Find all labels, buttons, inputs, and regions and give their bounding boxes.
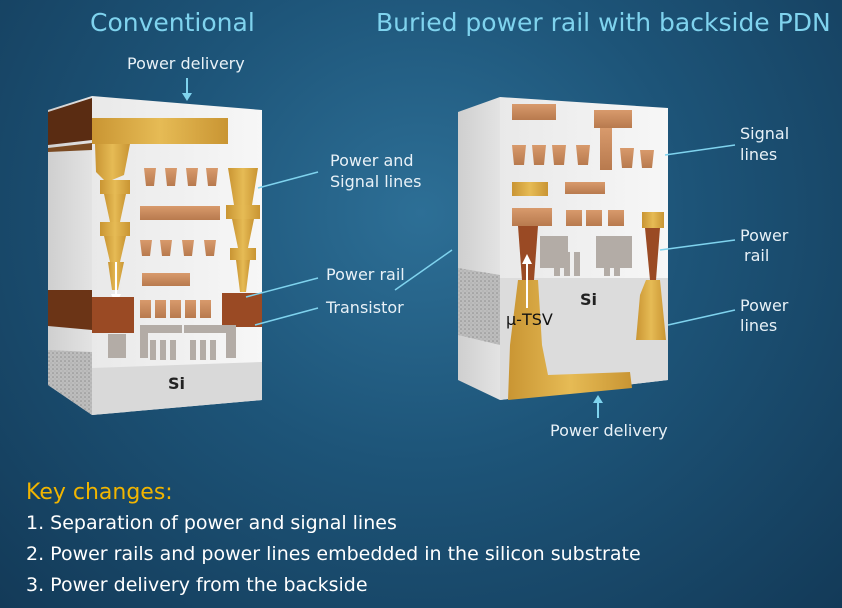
key-item-3: 3. Power delivery from the backside bbox=[26, 574, 368, 596]
label-lines: lines bbox=[740, 145, 778, 164]
label-si-left: Si bbox=[168, 374, 186, 393]
label-power-rail-r1: Power bbox=[740, 226, 789, 245]
label-power-rail-r2: rail bbox=[744, 246, 770, 265]
title-conventional: Conventional bbox=[90, 8, 255, 37]
label-utsv: μ-TSV bbox=[506, 310, 553, 329]
key-item-2: 2. Power rails and power lines embedded … bbox=[26, 543, 641, 565]
key-item-1: 1. Separation of power and signal lines bbox=[26, 512, 397, 534]
label-power-delivery-bottom: Power delivery bbox=[550, 421, 668, 440]
key-changes-title: Key changes: bbox=[26, 480, 173, 505]
label-transistor: Transistor bbox=[326, 298, 404, 317]
label-power-and: Power and bbox=[330, 151, 414, 170]
title-buried-power-rail: Buried power rail with backside PDN bbox=[376, 8, 831, 37]
label-power-rail-left: Power rail bbox=[326, 265, 405, 284]
leader-lines bbox=[245, 144, 736, 326]
label-si-right: Si bbox=[580, 290, 598, 309]
label-power-lines-r2: lines bbox=[740, 316, 778, 335]
conventional-block bbox=[48, 78, 262, 415]
label-power-lines-r1: Power bbox=[740, 296, 789, 315]
buried-rail-block bbox=[458, 97, 668, 418]
label-signal-lines: Signal lines bbox=[330, 172, 422, 191]
label-power-delivery-top: Power delivery bbox=[127, 54, 245, 73]
label-signal: Signal bbox=[740, 124, 790, 143]
